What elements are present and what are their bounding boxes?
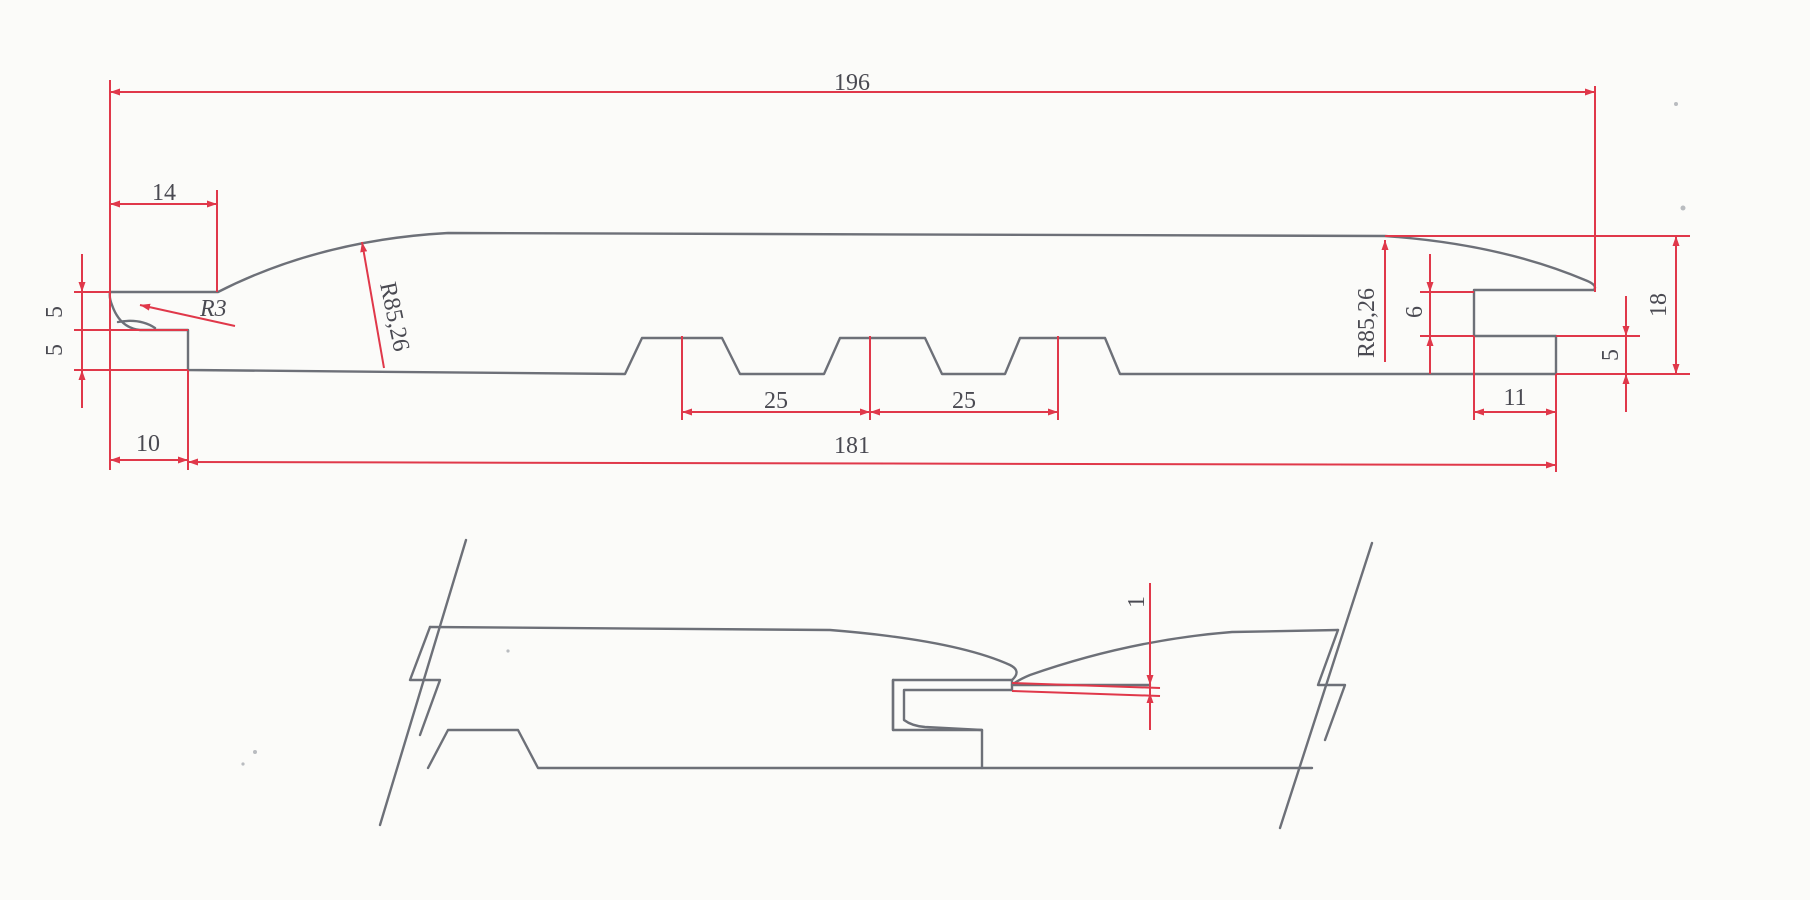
dim-tongue-height: 6 [1402, 306, 1428, 318]
dimensions-top: 196 14 R3 R85,26 5 5 25 25 10 181 [42, 70, 1690, 472]
radius-left-leader [360, 241, 385, 369]
dim-joint-gap: 1 [1124, 596, 1150, 608]
dim-tongue-bottom: 5 [1598, 349, 1624, 361]
joint-detail: 1 [378, 538, 1374, 830]
dim-lip-radius: R3 [199, 296, 227, 322]
dim-groove-pitch-1: 25 [764, 388, 788, 414]
dim-overall-length: 196 [834, 70, 870, 96]
dim-total-thickness: 18 [1646, 293, 1672, 317]
right-break-notch [1316, 628, 1347, 742]
dim-left-step-bottom: 5 [42, 344, 68, 356]
radius-r3-leader [139, 303, 236, 327]
dim-tongue-length: 11 [1503, 385, 1526, 411]
dim-right-bevel-radius: R85,26 [1354, 288, 1380, 358]
dim-lip-length: 14 [152, 180, 176, 206]
dim-left-step-top: 5 [42, 306, 68, 318]
paper-specks [241, 102, 1686, 766]
dim-body-length: 181 [834, 433, 870, 459]
left-board-outline [426, 625, 1018, 770]
dim-groove-pitch-2: 25 [952, 388, 976, 414]
dim-line-body [187, 458, 1557, 469]
left-board-tongue-inner [902, 678, 1014, 732]
break-line-left [378, 538, 468, 827]
right-board-outline [1010, 628, 1340, 687]
lip-round-detail [116, 319, 157, 330]
dim-tongue-offset: 10 [136, 431, 160, 457]
left-break-notch [408, 625, 442, 737]
